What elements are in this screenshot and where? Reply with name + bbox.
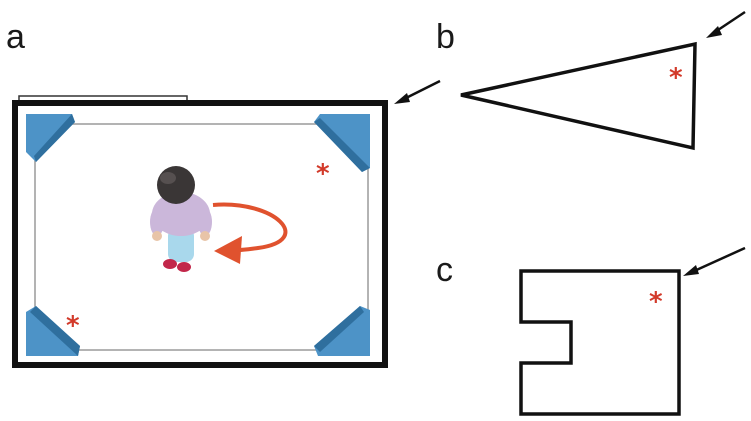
panel-b-marker: *	[669, 63, 683, 93]
child-figure-icon	[150, 166, 212, 272]
corner-block-top-right	[314, 114, 370, 172]
panel-a-marker-top-right: *	[316, 159, 330, 189]
panel-c: c *	[436, 246, 746, 416]
panel-b: b *	[436, 10, 746, 151]
panel-c-label: c	[436, 251, 453, 289]
corner-block-bottom-right	[314, 306, 370, 356]
room-inner-outline	[34, 123, 369, 351]
panel-a: a * *	[6, 18, 441, 368]
panel-c-marker: *	[649, 287, 663, 317]
panel-b-label: b	[436, 18, 455, 56]
triangle-room-outline	[460, 41, 697, 151]
corner-block-top-left	[26, 114, 75, 162]
pointer-arrow-icon	[683, 246, 746, 276]
corner-block-bottom-left	[26, 306, 80, 356]
rotation-arrow-icon	[212, 202, 288, 264]
room-outer-wall	[12, 100, 388, 368]
pointer-arrow-icon	[706, 10, 746, 38]
notched-room-outline	[519, 269, 681, 416]
pointer-arrow-icon	[394, 79, 441, 104]
panel-a-marker-bottom-left: *	[66, 311, 80, 341]
panel-a-label: a	[6, 18, 25, 56]
